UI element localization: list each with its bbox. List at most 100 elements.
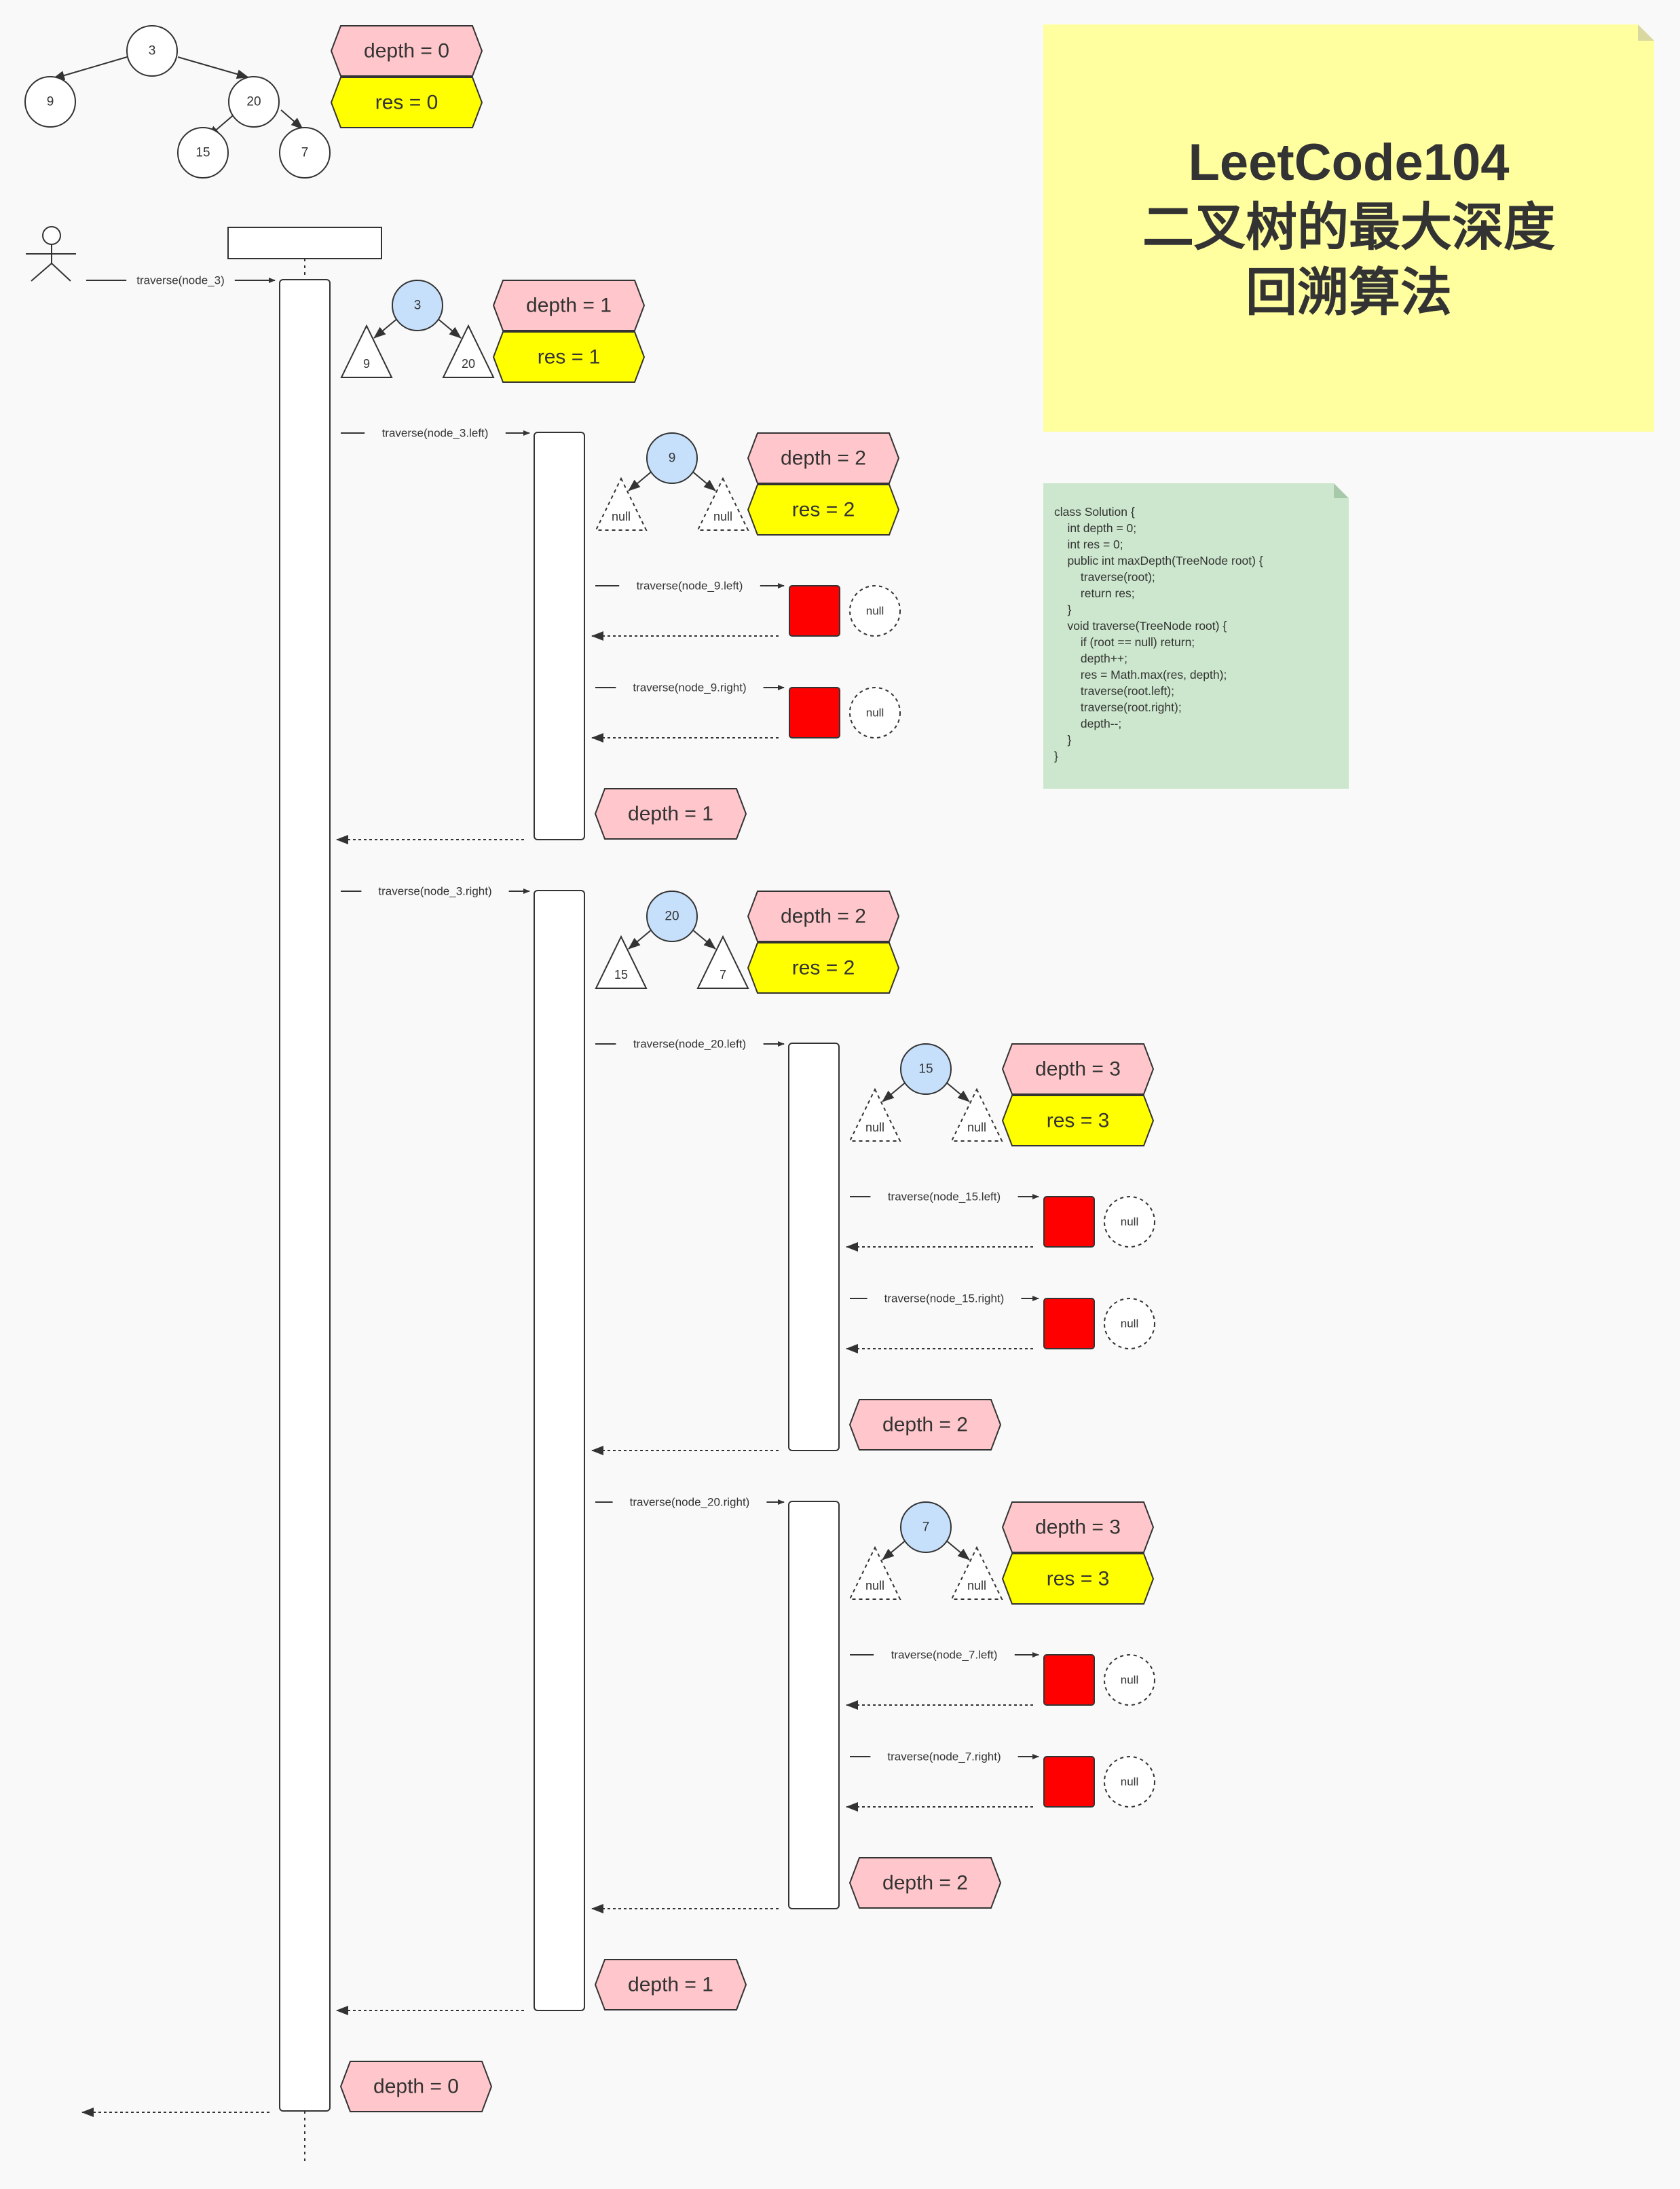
- tree-node: [279, 127, 331, 179]
- depth-badge: depth = 1: [628, 803, 713, 825]
- tree-edge: [690, 928, 716, 950]
- null-label: null: [1121, 1317, 1138, 1330]
- res-badge-shape: [1001, 1553, 1155, 1605]
- subtree-right-label: null: [713, 510, 732, 523]
- tree-edge: [882, 1081, 908, 1102]
- code-line: traverse(root.right);: [1054, 700, 1182, 714]
- null-box: [789, 687, 840, 738]
- title-line: LeetCode104: [1188, 134, 1510, 191]
- actor-leg: [51, 263, 71, 282]
- code-line: }: [1054, 603, 1072, 616]
- depth-badge: depth = 2: [882, 1414, 968, 1436]
- null-circle: [849, 585, 901, 637]
- call-label: traverse(node_3.left): [382, 427, 489, 440]
- tree-node: [900, 1501, 952, 1553]
- null-circle: [1104, 1298, 1155, 1349]
- call-label: traverse(node_15.right): [884, 1292, 1005, 1305]
- subtree-left: [595, 935, 648, 989]
- subtree-right-label: null: [967, 1579, 986, 1592]
- depth-badge-shape: [594, 788, 747, 840]
- res-badge-shape: [747, 942, 900, 994]
- depth-badge: depth = 2: [882, 1872, 968, 1894]
- null-label: null: [1121, 1674, 1138, 1687]
- actor-leg: [31, 263, 52, 282]
- code-line: int depth = 0;: [1054, 521, 1137, 535]
- subtree-left-label: 15: [614, 968, 628, 981]
- code-line: void traverse(TreeNode root) {: [1054, 619, 1227, 633]
- tree-node: [646, 891, 698, 942]
- code-note: class Solution { int depth = 0; int res …: [1043, 483, 1349, 789]
- res-badge: res = 0: [375, 92, 438, 114]
- depth-badge: depth = 1: [628, 1974, 713, 1996]
- res-badge: res = 3: [1047, 1568, 1110, 1590]
- depth-badge-shape: [747, 432, 900, 484]
- call-label: traverse(node_7.right): [887, 1751, 1001, 1763]
- code-line: traverse(root);: [1054, 570, 1155, 584]
- call-label-bg: [616, 1037, 764, 1051]
- call-label: traverse(node_20.left): [633, 1038, 746, 1051]
- null-label: null: [866, 605, 884, 618]
- depth-badge: depth = 3: [1035, 1516, 1121, 1539]
- subtree-left: [340, 324, 393, 378]
- code-line: return res;: [1054, 586, 1135, 600]
- null-box: [1043, 1298, 1095, 1349]
- code-line: traverse(root.left);: [1054, 684, 1174, 698]
- null-label: null: [1121, 1216, 1138, 1229]
- activation-bar: [534, 890, 585, 2011]
- tree-node: [228, 76, 280, 128]
- depth-badge-shape: [339, 2061, 493, 2112]
- code-line: }: [1054, 733, 1072, 747]
- call-label: traverse(node_15.left): [888, 1191, 1001, 1203]
- null-box: [1043, 1756, 1095, 1808]
- call-label: traverse(node_9.right): [633, 681, 746, 694]
- tree-node-label: 3: [149, 44, 156, 58]
- null-label: null: [1121, 1776, 1138, 1789]
- depth-badge-shape: [594, 1959, 747, 2010]
- code-line: if (root == null) return;: [1054, 635, 1195, 649]
- actor-head: [42, 226, 61, 245]
- subtree-right: [696, 935, 749, 989]
- tree-edge: [373, 317, 399, 339]
- null-circle: [849, 687, 901, 738]
- subtree-left-label: null: [865, 1121, 884, 1134]
- depth-badge-shape: [848, 1399, 1002, 1451]
- subtree-left: [848, 1087, 901, 1142]
- tree-node-label: 9: [669, 451, 676, 466]
- depth-badge-shape: [1001, 1043, 1155, 1095]
- tree-node-label: 3: [414, 299, 422, 313]
- code-line: depth++;: [1054, 652, 1127, 665]
- lifeline-head: [227, 227, 382, 259]
- null-box: [1043, 1654, 1095, 1706]
- tree-node-label: 7: [922, 1520, 930, 1535]
- code-line: int res = 0;: [1054, 538, 1123, 551]
- activation-bar: [279, 279, 331, 2112]
- res-badge: res = 2: [792, 957, 855, 979]
- depth-badge-shape: [848, 1857, 1002, 1909]
- call-label-bg: [612, 1495, 767, 1509]
- call-label: traverse(node_3): [136, 274, 224, 287]
- res-badge-shape: [492, 331, 646, 383]
- res-badge: res = 2: [792, 499, 855, 521]
- subtree-left-label: null: [865, 1579, 884, 1592]
- page-title: LeetCode104 二叉树的最大深度 回溯算法: [1142, 130, 1555, 326]
- call-label-bg: [870, 1750, 1018, 1763]
- tree-edge: [177, 56, 249, 79]
- depth-badge: depth = 2: [781, 447, 866, 470]
- subtree-right: [950, 1087, 1003, 1142]
- subtree-right-label: 20: [462, 357, 475, 371]
- tree-edge: [628, 928, 654, 950]
- depth-badge: depth = 1: [526, 295, 612, 317]
- code-line: public int maxDepth(TreeNode root) {: [1054, 554, 1263, 567]
- code-line: res = Math.max(res, depth);: [1054, 668, 1227, 681]
- tree-node-label: 9: [47, 95, 54, 109]
- tree-node: [392, 280, 443, 331]
- subtree-right: [696, 476, 749, 531]
- call-label-bg: [616, 681, 764, 694]
- tree-node-label: 15: [195, 146, 210, 160]
- tree-node-label: 20: [246, 95, 261, 109]
- title-note: LeetCode104 二叉树的最大深度 回溯算法: [1043, 24, 1654, 432]
- tree-edge: [690, 470, 716, 491]
- call-label-bg: [874, 1648, 1015, 1662]
- null-box: [789, 585, 840, 637]
- title-line: 回溯算法: [1246, 264, 1452, 322]
